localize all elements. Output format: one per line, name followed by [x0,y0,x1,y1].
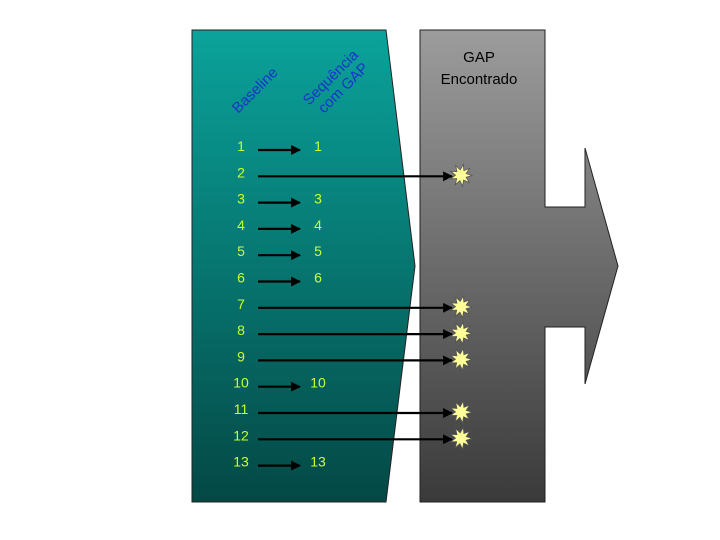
starburst-icon [449,321,474,346]
diagram-row: 7 [237,294,474,319]
sequence-number: 3 [314,191,322,207]
starburst-icon [449,294,474,319]
starburst-icon [449,426,474,451]
baseline-number: 1 [237,138,245,154]
baseline-number: 3 [237,191,245,207]
baseline-number: 9 [237,348,245,364]
baseline-number: 2 [237,164,245,180]
gap-found-panel [419,29,619,503]
diagram-row: 8 [237,321,474,346]
diagram-row: 12 [233,426,474,451]
baseline-number: 5 [237,243,245,259]
sequence-number: 13 [310,454,326,470]
baseline-panel [191,29,416,503]
baseline-number: 10 [233,375,249,391]
baseline-number: 11 [234,401,249,417]
starburst-icon [449,399,474,425]
sequence-number: 4 [314,217,322,233]
starburst-icon [449,347,474,372]
diagram-row: 13 13 [233,454,326,471]
sequence-number: 1 [314,138,322,154]
sequence-number: 10 [310,375,326,391]
baseline-number: 7 [237,296,245,312]
diagram-row: 2 [237,163,474,188]
baseline-number: 12 [233,427,249,443]
starburst-icon [449,163,474,188]
baseline-number: 6 [237,270,245,286]
gap-title-line1: GAP [463,49,495,66]
baseline-number: 13 [233,454,249,470]
diagram-row: 10 10 [233,375,326,392]
diagram-row: 11 [234,399,474,425]
gap-title-line2: Encontrado [441,71,518,88]
sequence-number: 6 [314,270,322,286]
baseline-number: 8 [237,322,245,338]
baseline-number: 4 [237,217,245,233]
diagram-row: 9 [237,347,474,372]
sequence-number: 5 [314,243,322,259]
